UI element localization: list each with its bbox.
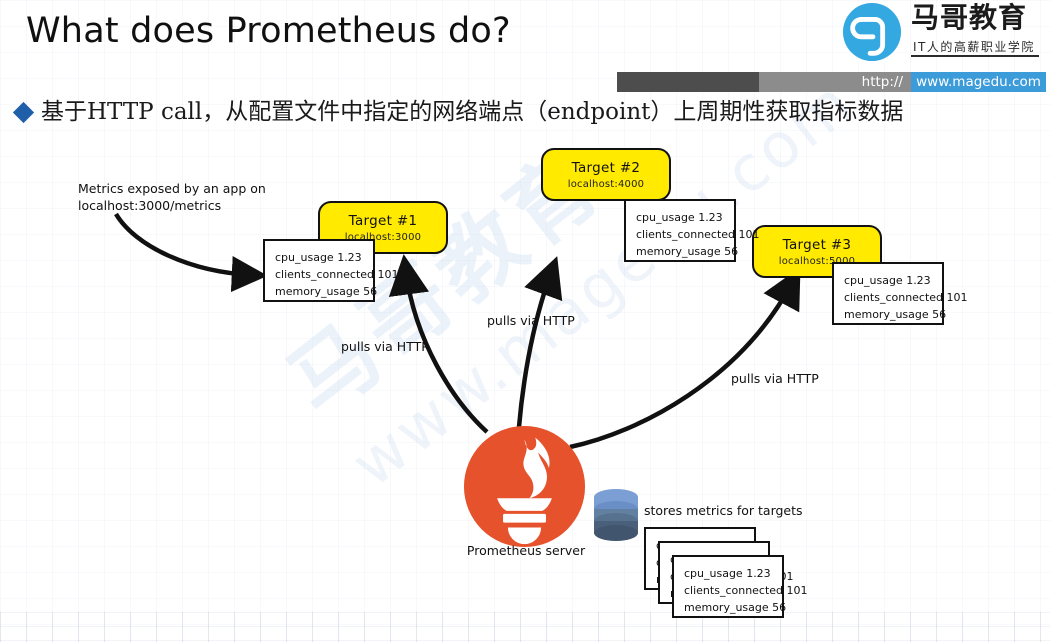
arrow-server-to-target3 [569,267,801,450]
metric-line: memory_usage 56 [636,245,739,258]
brand-rule [911,55,1039,57]
metric-line: clients_connected 101 [684,584,808,597]
target-1-name: Target #1 [348,212,418,229]
brand-cn-name: 马哥教育 [911,1,1028,34]
metrics-box-target-1: cpu_usage 1.23 clients_connected 101 mem… [263,239,399,302]
target-card-2[interactable]: Target #2 localhost:4000 [541,148,671,201]
target-3-name: Target #3 [782,236,852,253]
source-note: Metrics exposed by an app on localhost:3… [78,180,266,214]
storage-label: stores metrics for targets [644,503,803,518]
source-note-line2: localhost:3000/metrics [78,198,222,213]
metric-line: cpu_usage 1.23 [275,251,362,264]
brand-logo: 马哥教育 IT人的高薪职业学院 [841,0,1046,62]
brand-cn-tagline: IT人的高薪职业学院 [913,40,1035,54]
metrics-box-target-2: cpu_usage 1.23 clients_connected 101 mem… [624,199,760,262]
metric-line: clients_connected 101 [844,291,968,304]
target-3-host: localhost:5000 [778,255,856,267]
url-domain-label: www.magedu.com [911,72,1046,92]
arrow-note-to-metrics1 [114,212,268,292]
metric-line: memory_usage 56 [844,308,947,321]
brand-url-bar: http:// www.magedu.com [617,72,1046,92]
stored-metrics-box-front: cpu_usage 1.23 clients_connected 101 mem… [672,555,808,618]
url-protocol-label: http:// [759,72,911,92]
metric-line: cpu_usage 1.23 [636,211,723,224]
target-2-name: Target #2 [571,159,641,176]
arrow-server-to-target1 [388,254,489,434]
metric-line: memory_usage 56 [684,601,787,614]
bullet-row: 基于HTTP call，从配置文件中指定的网络端点（endpoint）上周期性获… [12,99,904,125]
source-note-line1: Metrics exposed by an app on [78,181,266,196]
url-bar-segment-dark [617,72,759,92]
metric-line: clients_connected 101 [636,228,760,241]
magedu-circle-logo-icon [842,2,902,62]
target-1-host: localhost:3000 [344,231,422,243]
metric-line: memory_usage 56 [275,285,378,298]
metric-line: cpu_usage 1.23 [844,274,931,287]
edge-label-target2: pulls via HTTP [487,313,575,328]
metric-line: clients_connected 101 [275,268,399,281]
arrow-server-to-target2 [516,256,563,428]
metrics-box-target-3: cpu_usage 1.23 clients_connected 101 mem… [832,262,968,325]
prometheus-server-label: Prometheus server [466,543,586,558]
prometheus-flame-icon [463,425,586,548]
diamond-bullet-icon [12,101,35,123]
edge-label-target3: pulls via HTTP [731,371,819,386]
page-title: What does Prometheus do? [26,11,511,51]
database-cylinder-icon [594,489,638,541]
metric-line: cpu_usage 1.23 [684,567,771,580]
bullet-text: 基于HTTP call，从配置文件中指定的网络端点（endpoint）上周期性获… [41,99,904,125]
edge-label-target1: pulls via HTTP [341,339,429,354]
target-2-host: localhost:4000 [567,178,645,190]
